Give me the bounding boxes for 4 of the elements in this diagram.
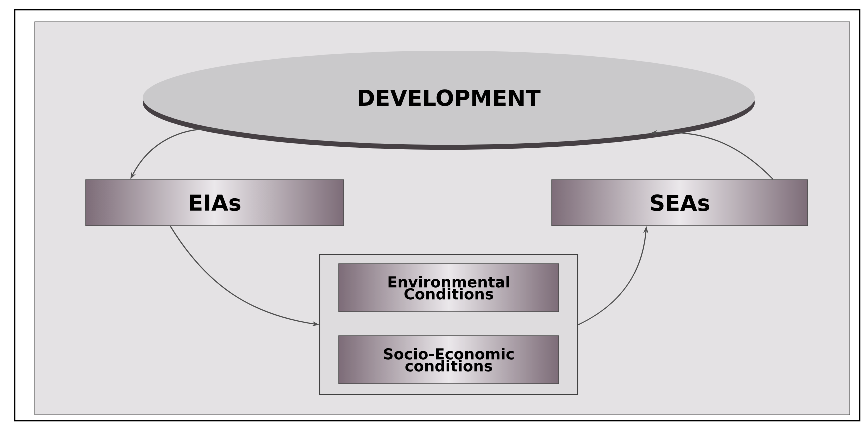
label-box: Socio-Economic conditions (338, 336, 560, 384)
label-box: SEAs (552, 180, 808, 226)
label-box: Environmental Conditions (338, 264, 560, 312)
label-box: EIAs (86, 180, 344, 226)
